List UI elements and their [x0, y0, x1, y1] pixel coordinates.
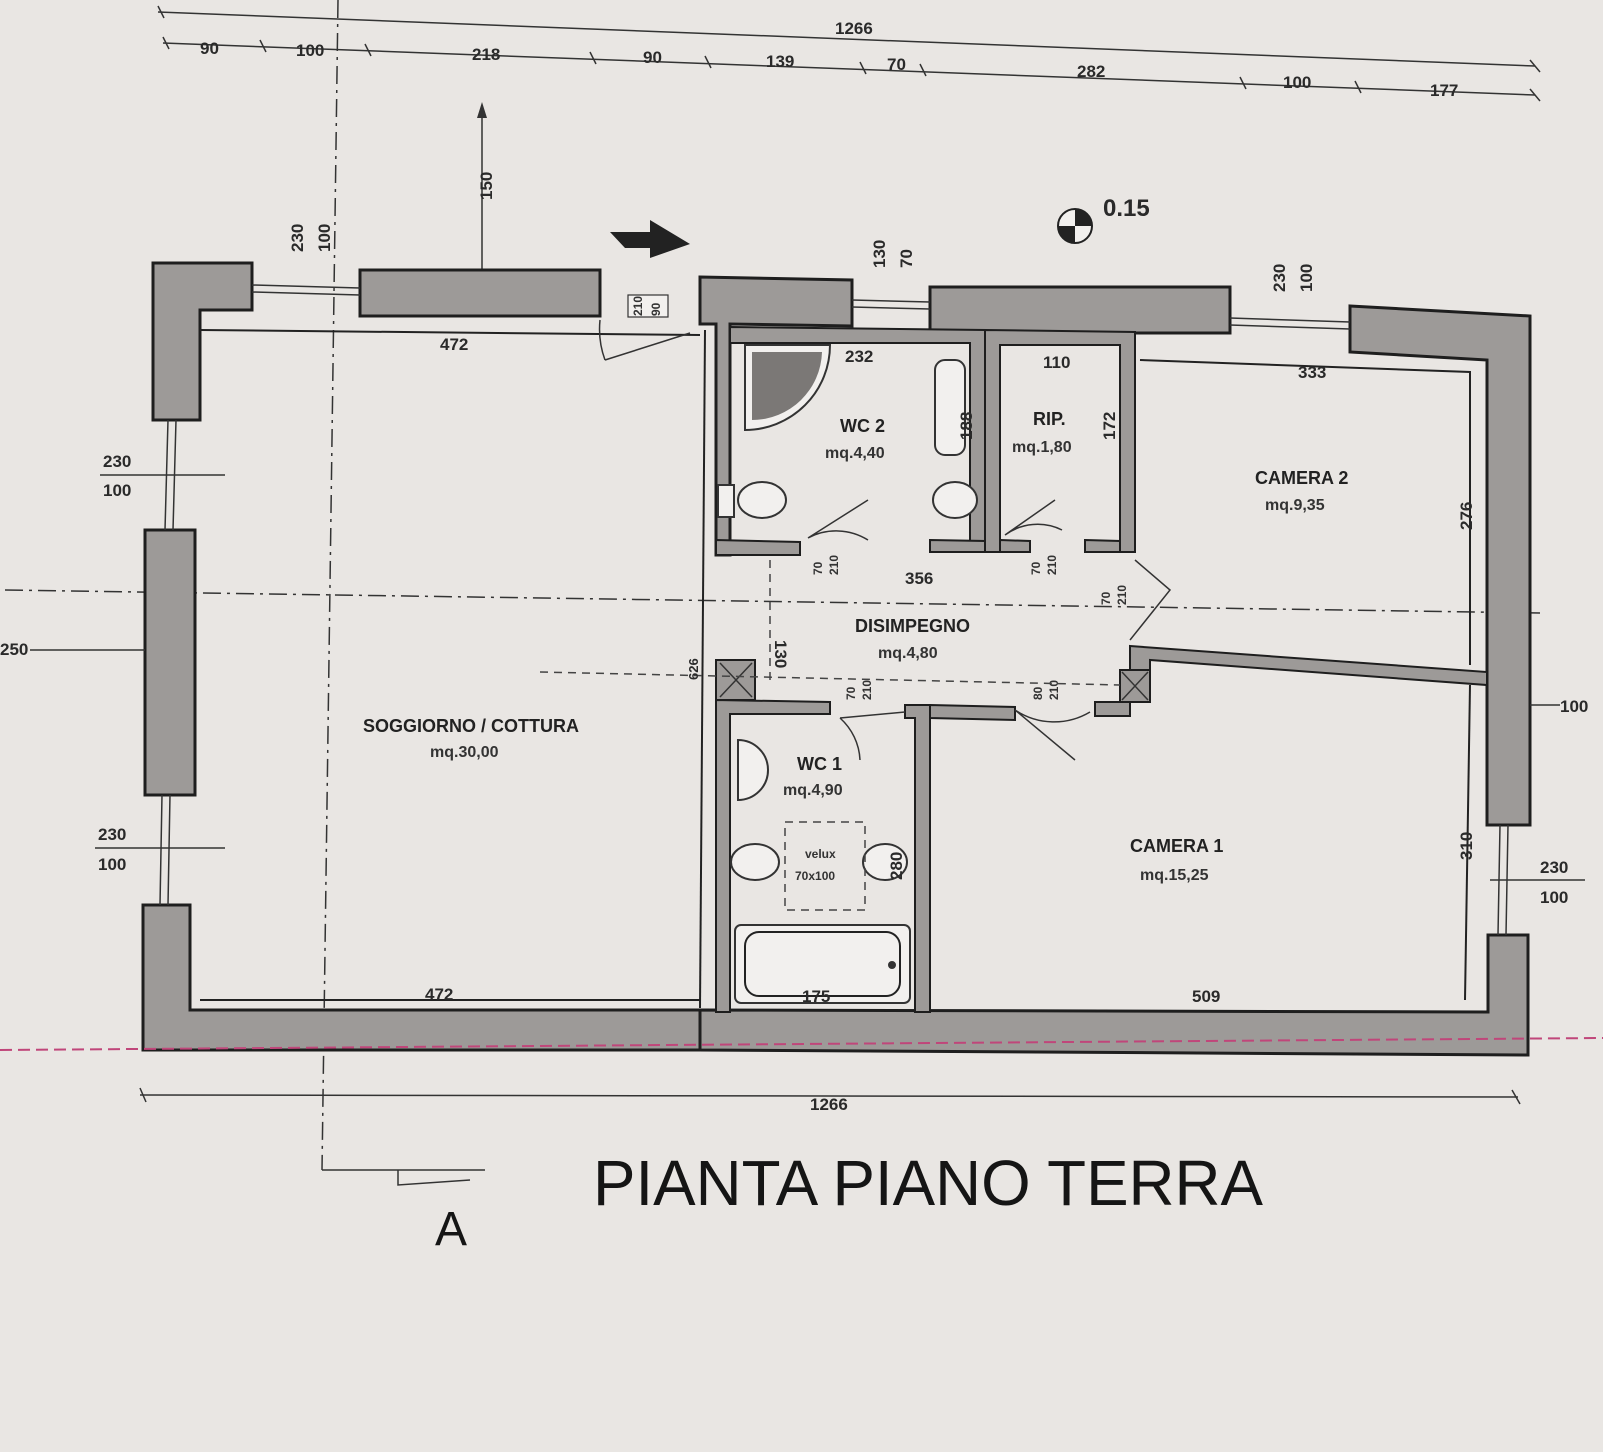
window-top-right-label-a: 230: [1270, 264, 1289, 292]
entry-arrow-icon: [610, 220, 690, 258]
window-top-mid-label-a: 130: [870, 240, 889, 268]
wc2-bidet-icon: [932, 481, 978, 519]
room-camera2-name: CAMERA 2: [1255, 468, 1348, 488]
wc2-toilet-icon: [737, 481, 787, 519]
dim-disimpegno-width: 356: [905, 569, 933, 588]
dim-top-6: 70: [887, 55, 906, 74]
dim-top-3: 218: [472, 45, 500, 64]
door-camera2-label-b: 210: [1115, 585, 1129, 605]
dim-soggiorno-height: 626: [686, 658, 701, 680]
window-right-label-b: 100: [1540, 888, 1568, 907]
shower-icon: [744, 344, 832, 432]
room-disimpegno-area: mq.4,80: [878, 645, 938, 662]
velux-name: velux: [805, 847, 836, 861]
room-camera1-name: CAMERA 1: [1130, 836, 1223, 856]
dim-camera1-height: 310: [1457, 832, 1476, 860]
doors: [598, 294, 1172, 761]
dim-top-7: 282: [1077, 62, 1105, 81]
section-axes: A: [4, 0, 1541, 1256]
door-wc2-label-a: 70: [811, 561, 825, 575]
dim-camera2-width: 333: [1298, 363, 1326, 382]
dim-rip-height: 172: [1100, 412, 1119, 440]
dim-overall-bottom: 1266: [810, 1095, 848, 1114]
window-left-lower-label-a: 230: [98, 825, 126, 844]
interior-walls: [199, 325, 1488, 1013]
dim-top-5: 139: [766, 52, 794, 71]
dim-wc1-height: 280: [887, 852, 906, 880]
dim-top-9: 177: [1430, 81, 1458, 100]
room-soggiorno-name: SOGGIORNO / COTTURA: [363, 716, 579, 736]
dim-rip-width: 110: [1043, 353, 1070, 372]
window-top-left-label-b: 100: [315, 224, 334, 252]
door-camera1-label-b: 210: [1047, 680, 1061, 700]
dim-wc2-height: 188: [957, 412, 976, 440]
door-entry-label-a: 210: [631, 296, 645, 316]
room-wc2-name: WC 2: [840, 416, 885, 436]
page-title: PIANTA PIANO TERRA: [593, 1147, 1263, 1219]
room-disimpegno-name: DISIMPEGNO: [855, 616, 970, 636]
door-camera2-label-a: 70: [1099, 591, 1113, 605]
window-top-mid-label-b: 70: [897, 249, 916, 268]
room-camera1-area: mq.15,25: [1140, 867, 1209, 884]
window-top-left-label-a: 230: [288, 224, 307, 252]
wc1-toilet-icon: [730, 843, 780, 881]
dim-side-250: 250: [0, 640, 28, 659]
dim-top-1: 90: [200, 39, 219, 58]
top-dimension-chain: 1266 90 100 218 90 139 70 282 100 177: [157, 5, 1541, 102]
interior-dimensions: 472 472 626 232 188 110 172 333 276 356 …: [0, 335, 1588, 1006]
door-wc2-label-b: 210: [827, 555, 841, 575]
door-rip-label-a: 70: [1029, 561, 1043, 575]
dim-right-100: 100: [1560, 697, 1588, 716]
dim-top-8: 100: [1283, 73, 1311, 92]
room-labels: SOGGIORNO / COTTURA mq.30,00 WC 2 mq.4,4…: [363, 409, 1348, 884]
wc1-bidet-icon: [862, 843, 908, 881]
dashed-lines: [0, 560, 1603, 1051]
wc1-sink-icon: [737, 738, 769, 802]
door-entry-label-b: 90: [649, 302, 663, 316]
velux-size: 70x100: [795, 869, 835, 883]
window-right-label-a: 230: [1540, 858, 1568, 877]
dim-top-2: 100: [296, 41, 324, 60]
wc2-sink-icon: [934, 359, 966, 456]
dim-150: 150: [477, 172, 496, 200]
room-rip-area: mq.1,80: [1012, 439, 1072, 456]
dim-camera1-width: 509: [1192, 987, 1220, 1006]
dim-overall-top: 1266: [835, 19, 873, 38]
dim-soggiorno-bottom: 472: [425, 985, 453, 1004]
dim-disimpegno-height: 130: [771, 640, 790, 668]
room-wc2-area: mq.4,40: [825, 445, 885, 462]
dim-top-4: 90: [643, 48, 662, 67]
door-rip-label-b: 210: [1045, 555, 1059, 575]
dim-wc2-width: 232: [845, 347, 873, 366]
dim-soggiorno-top: 472: [440, 335, 468, 354]
fixtures: [717, 344, 978, 1004]
door-camera1-label-a: 80: [1031, 686, 1045, 700]
exterior-walls: [141, 261, 1532, 1057]
room-wc1-name: WC 1: [797, 754, 842, 774]
dim-camera2-height: 276: [1457, 502, 1476, 530]
window-left-upper-label-b: 100: [103, 481, 131, 500]
bottom-dimension-chain: 1266: [139, 1087, 1521, 1114]
window-left-upper-label-a: 230: [103, 452, 131, 471]
window-labels: 230 100 130 70 230 100 230 100 230 100 2…: [95, 224, 1585, 907]
room-rip-name: RIP.: [1033, 409, 1066, 429]
door-labels: 210 90 70 210 70 210 70 210 70 210 80 21…: [631, 296, 1129, 700]
section-label: A: [435, 1203, 467, 1256]
room-camera2-area: mq.9,35: [1265, 497, 1325, 514]
dim-wc1-width: 175: [802, 987, 830, 1006]
window-top-right-label-b: 100: [1297, 264, 1316, 292]
level-value: 0.15: [1103, 195, 1150, 222]
door-wc1-label-b: 210: [860, 680, 874, 700]
door-wc1-label-a: 70: [844, 686, 858, 700]
level-marker-icon: [1057, 208, 1093, 244]
entry-markers: 150 0.15: [477, 102, 1150, 270]
room-wc1-area: mq.4,90: [783, 782, 843, 799]
room-soggiorno-area: mq.30,00: [430, 744, 499, 761]
window-left-lower-label-b: 100: [98, 855, 126, 874]
bathtub-icon: [734, 924, 911, 1004]
